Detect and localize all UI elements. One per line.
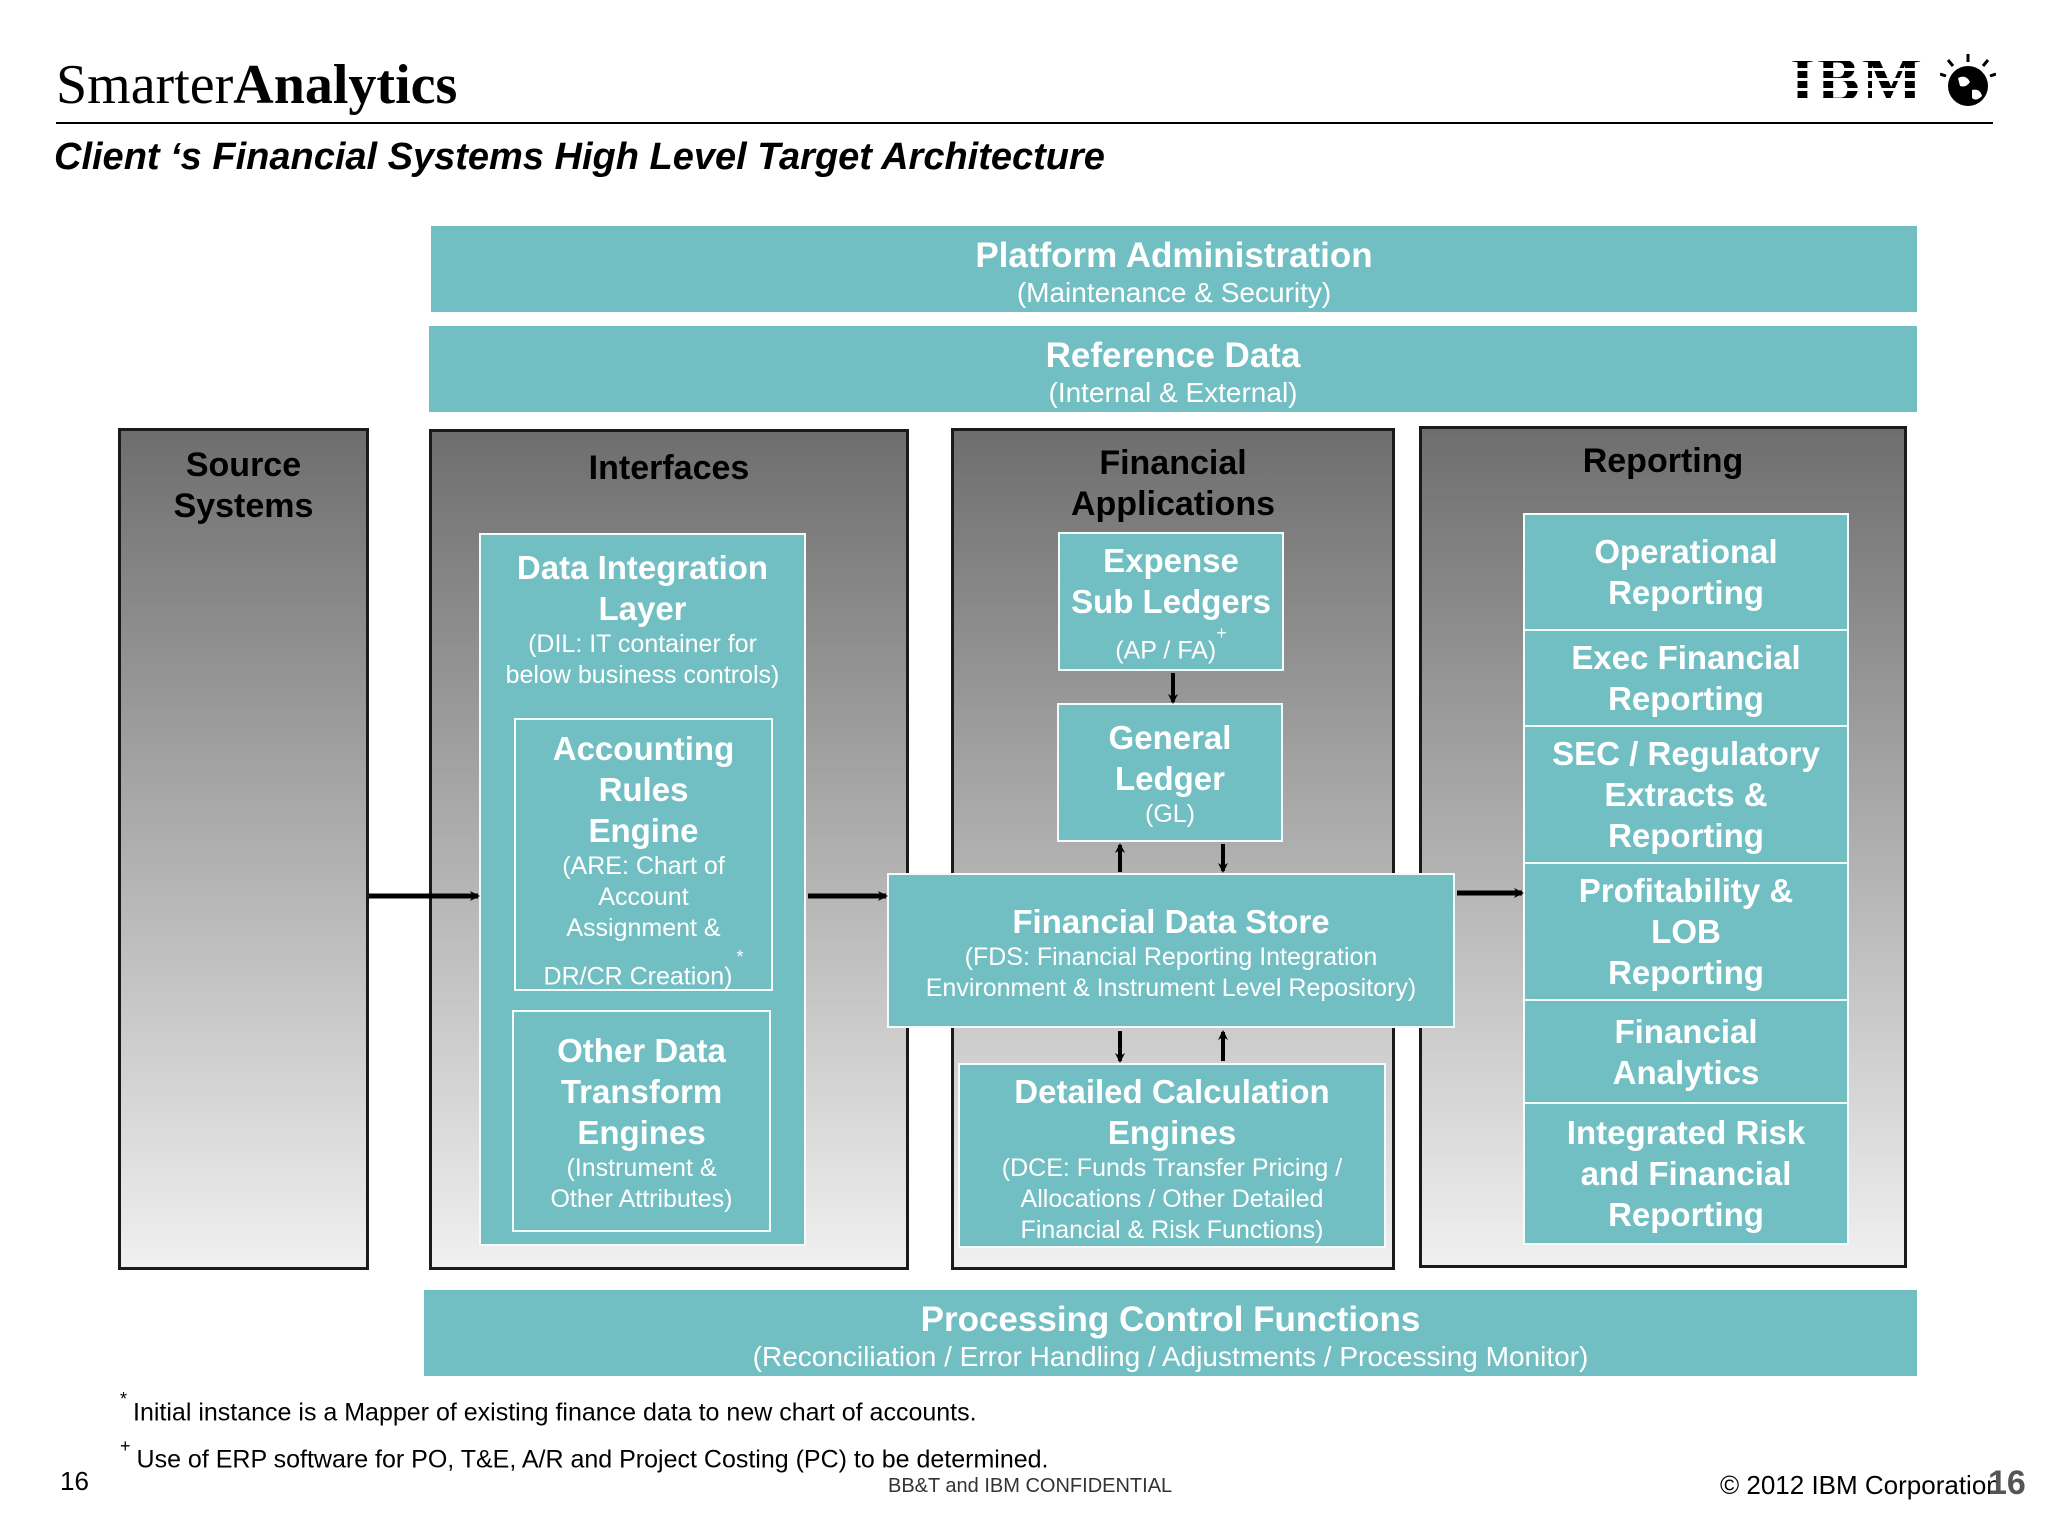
footnote-1-mark: * <box>120 1389 128 1409</box>
reporting-item-financial-analytics: Financial Analytics <box>1525 1001 1847 1104</box>
ibm-logo: IBM <box>1790 46 1940 114</box>
header-rule <box>56 122 1993 124</box>
dce-sub-2: Allocations / Other Detailed <box>1020 1185 1324 1213</box>
are-sub-4: DR/CR Creation) <box>543 962 733 991</box>
interfaces-title: Interfaces <box>588 449 750 487</box>
reporting-item-operational: Operational Reporting <box>1525 515 1847 631</box>
copyright-text: © 2012 IBM Corporation <box>1720 1470 2001 1500</box>
reporting-item-label: Profitability & LOB Reporting <box>1578 872 1794 991</box>
dil-sub-1: (DIL: IT container for <box>528 630 757 658</box>
logo-light-text: Smarter <box>56 54 234 116</box>
logo-bold-text: Analytics <box>233 54 458 116</box>
dil-sub-2: below business controls) <box>505 661 780 689</box>
are-title-3: Engine <box>588 812 699 849</box>
reporting-item-integrated-risk: Integrated Risk and Financial Reporting <box>1525 1104 1847 1243</box>
reporting-item-exec-financial: Exec Financial Reporting <box>1525 631 1847 727</box>
detailed-calculation-engines-box: Detailed Calculation Engines (DCE: Funds… <box>958 1063 1386 1248</box>
expense-sub: (AP / FA) <box>1115 636 1217 665</box>
gl-sub: (GL) <box>1145 800 1195 828</box>
reference-subtitle: (Internal & External) <box>1048 377 1298 408</box>
dil-title-2: Layer <box>598 590 687 627</box>
platform-subtitle: (Maintenance & Security) <box>1016 277 1332 308</box>
source-title-line1: Source <box>185 446 302 484</box>
are-title-2: Rules <box>598 771 689 808</box>
confidential-label: BB&T and IBM CONFIDENTIAL <box>888 1475 1173 1497</box>
fds-sub-2: Environment & Instrument Level Repositor… <box>925 974 1417 1002</box>
platform-administration-band: Platform Administration (Maintenance & S… <box>429 224 1919 314</box>
expense-title-2: Sub Ledgers <box>1071 583 1271 620</box>
reporting-item-label: SEC / Regulatory Extracts & Reporting <box>1552 735 1820 854</box>
accounting-rules-engine-box: Accounting Rules Engine (ARE: Chart of A… <box>514 718 773 991</box>
fds-sub-1: (FDS: Financial Reporting Integration <box>964 943 1378 971</box>
reporting-title: Reporting <box>1582 442 1744 480</box>
expense-footnote-mark: + <box>1216 623 1227 643</box>
processing-title: Processing Control Functions <box>920 1300 1421 1339</box>
reporting-item-label: Financial Analytics <box>1612 1012 1760 1091</box>
footnote-1: *Initial instance is a Mapper of existin… <box>120 1389 977 1427</box>
reference-data-band: Reference Data (Internal & External) <box>427 324 1919 414</box>
platform-title: Platform Administration <box>975 236 1373 275</box>
smarter-analytics-logo: SmarterAnalytics <box>56 52 457 117</box>
financial-data-store-box: Financial Data Store (FDS: Financial Rep… <box>887 873 1455 1028</box>
slide-title: Client ‘s Financial Systems High Level T… <box>54 136 1105 178</box>
footnote-2-text: Use of ERP software for PO, T&E, A/R and… <box>136 1445 1049 1474</box>
financial-title-line2: Applications <box>1070 485 1276 523</box>
financial-title-line1: Financial <box>1099 444 1247 482</box>
reporting-item-sec-regulatory: SEC / Regulatory Extracts & Reporting <box>1525 727 1847 864</box>
reference-title: Reference Data <box>1045 336 1301 375</box>
dil-title-1: Data Integration <box>516 549 769 586</box>
are-sub-1: (ARE: Chart of <box>562 852 725 880</box>
dce-title-1: Detailed Calculation <box>1014 1073 1330 1110</box>
footnote-2: +Use of ERP software for PO, T&E, A/R an… <box>120 1436 1049 1474</box>
dce-title-2: Engines <box>1107 1114 1237 1151</box>
reporting-stack: Operational Reporting Exec Financial Rep… <box>1523 513 1849 1245</box>
reporting-item-label: Exec Financial Reporting <box>1571 639 1801 717</box>
odte-title-3: Engines <box>577 1114 706 1151</box>
processing-control-functions-band: Processing Control Functions (Reconcilia… <box>422 1288 1919 1378</box>
processing-subtitle: (Reconciliation / Error Handling / Adjus… <box>752 1341 1589 1372</box>
page-number-left: 16 <box>60 1466 89 1496</box>
footnote-2-mark: + <box>120 1436 131 1456</box>
source-title-line2: Systems <box>173 487 314 525</box>
reporting-item-profitability-lob: Profitability & LOB Reporting <box>1525 864 1847 1001</box>
ibm-stripes-overlay <box>1790 58 1940 101</box>
are-sub-2: Account <box>598 883 689 911</box>
footnote-1-text: Initial instance is a Mapper of existing… <box>133 1398 977 1427</box>
odte-title-1: Other Data <box>557 1032 726 1069</box>
other-data-transform-engines-box: Other Data Transform Engines (Instrument… <box>512 1010 771 1232</box>
odte-title-2: Transform <box>560 1073 723 1110</box>
dce-sub-1: (DCE: Funds Transfer Pricing / <box>1001 1154 1343 1182</box>
general-ledger-box: General Ledger (GL) <box>1057 703 1283 842</box>
expense-sub-ledgers-box: Expense Sub Ledgers (AP / FA)+ <box>1058 532 1284 671</box>
odte-sub-2: Other Attributes) <box>550 1185 733 1213</box>
globe-icon <box>1940 54 1996 106</box>
fds-title: Financial Data Store <box>1012 903 1330 940</box>
reporting-item-label: Integrated Risk and Financial Reporting <box>1566 1114 1806 1233</box>
are-sub-3: Assignment & <box>566 914 721 942</box>
odte-sub-1: (Instrument & <box>566 1154 717 1182</box>
page-number-right: 16 <box>1988 1464 2026 1502</box>
gl-title-2: Ledger <box>1114 760 1226 797</box>
source-systems-column: Source Systems <box>118 428 369 1270</box>
gl-title-1: General <box>1108 719 1232 756</box>
expense-title-1: Expense <box>1103 542 1239 579</box>
are-footnote-mark: * <box>736 947 744 967</box>
dce-sub-3: Financial & Risk Functions) <box>1020 1216 1324 1244</box>
reporting-item-label: Operational Reporting <box>1594 533 1778 611</box>
are-title-1: Accounting <box>552 730 735 767</box>
